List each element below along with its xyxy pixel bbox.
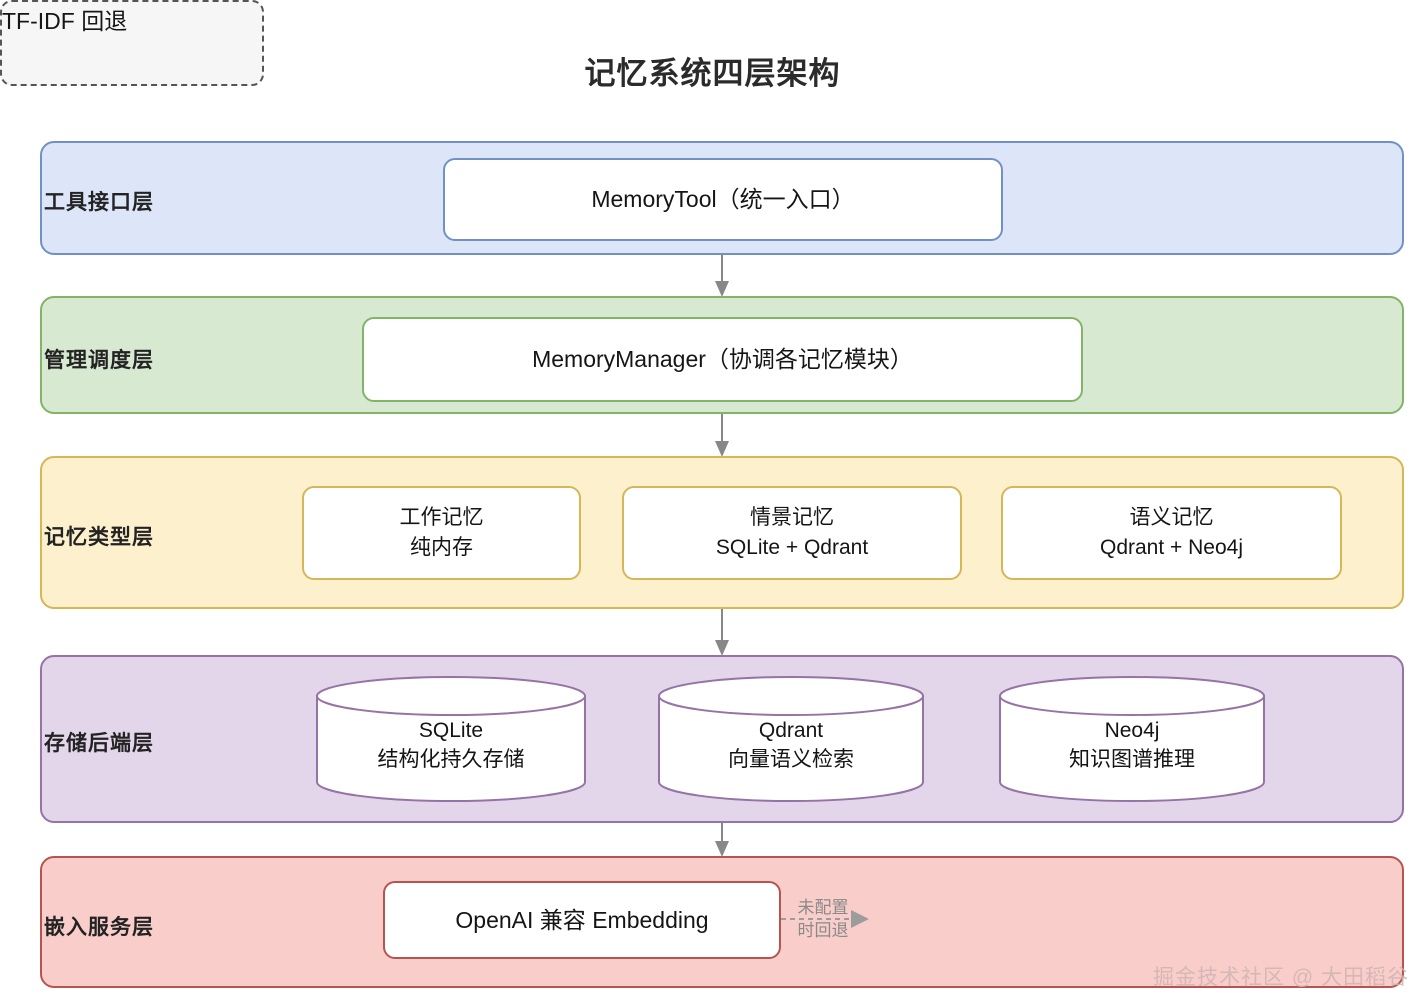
node-memorytool-line1: MemoryTool（统一入口） xyxy=(591,186,855,213)
node-memorymanager-line1: MemoryManager（协调各记忆模块） xyxy=(532,346,913,373)
layer-label-embedding-service: 嵌入服务层 xyxy=(44,916,154,939)
database-cylinder-sqlite[interactable]: SQLite 结构化持久存储 xyxy=(316,676,586,802)
page-title: 记忆系统四层架构 xyxy=(584,56,841,91)
node-tfidf-fallback[interactable]: TF-IDF 回退 xyxy=(0,0,264,86)
database-cylinder-neo4j[interactable]: Neo4j 知识图谱推理 xyxy=(999,676,1265,802)
arrow-type-to-storage xyxy=(715,609,729,656)
node-episodic-memory[interactable]: 情景记忆 SQLite + Qdrant xyxy=(622,486,962,580)
node-semantic-memory[interactable]: 语义记忆 Qdrant + Neo4j xyxy=(1001,486,1342,580)
layer-label-tool-interface: 工具接口层 xyxy=(44,191,154,214)
node-tfidf-fallback-line1: TF-IDF 回退 xyxy=(2,8,128,34)
node-semantic-memory-line2: Qdrant + Neo4j xyxy=(1099,536,1243,559)
arrow-tool-to-manager xyxy=(715,255,729,297)
database-cylinder-qdrant[interactable]: Qdrant 向量语义检索 xyxy=(658,676,924,802)
watermark: 掘金技术社区 @ 大田稻谷 xyxy=(1153,966,1409,989)
node-working-memory-line2: 纯内存 xyxy=(410,536,473,559)
node-memorymanager[interactable]: MemoryManager（协调各记忆模块） xyxy=(362,317,1083,402)
arrow-manager-to-type xyxy=(715,414,729,457)
node-memorytool[interactable]: MemoryTool（统一入口） xyxy=(443,158,1003,241)
layer-label-storage-backend: 存储后端层 xyxy=(44,732,154,755)
layer-label-memory-types: 记忆类型层 xyxy=(44,526,154,549)
node-working-memory[interactable]: 工作记忆 纯内存 xyxy=(302,486,581,580)
node-openai-embedding-line1: OpenAI 兼容 Embedding xyxy=(455,906,709,933)
node-episodic-memory-line1: 情景记忆 xyxy=(750,506,834,530)
arrow-storage-to-embed xyxy=(715,823,729,857)
layer-label-manager-scheduling: 管理调度层 xyxy=(44,349,154,372)
node-openai-embedding[interactable]: OpenAI 兼容 Embedding xyxy=(383,881,781,959)
node-episodic-memory-line2: SQLite + Qdrant xyxy=(715,536,869,559)
arrow-openai-to-tfidf-fallback xyxy=(781,906,869,932)
node-working-memory-line1: 工作记忆 xyxy=(399,506,484,530)
node-semantic-memory-line1: 语义记忆 xyxy=(1129,506,1214,530)
